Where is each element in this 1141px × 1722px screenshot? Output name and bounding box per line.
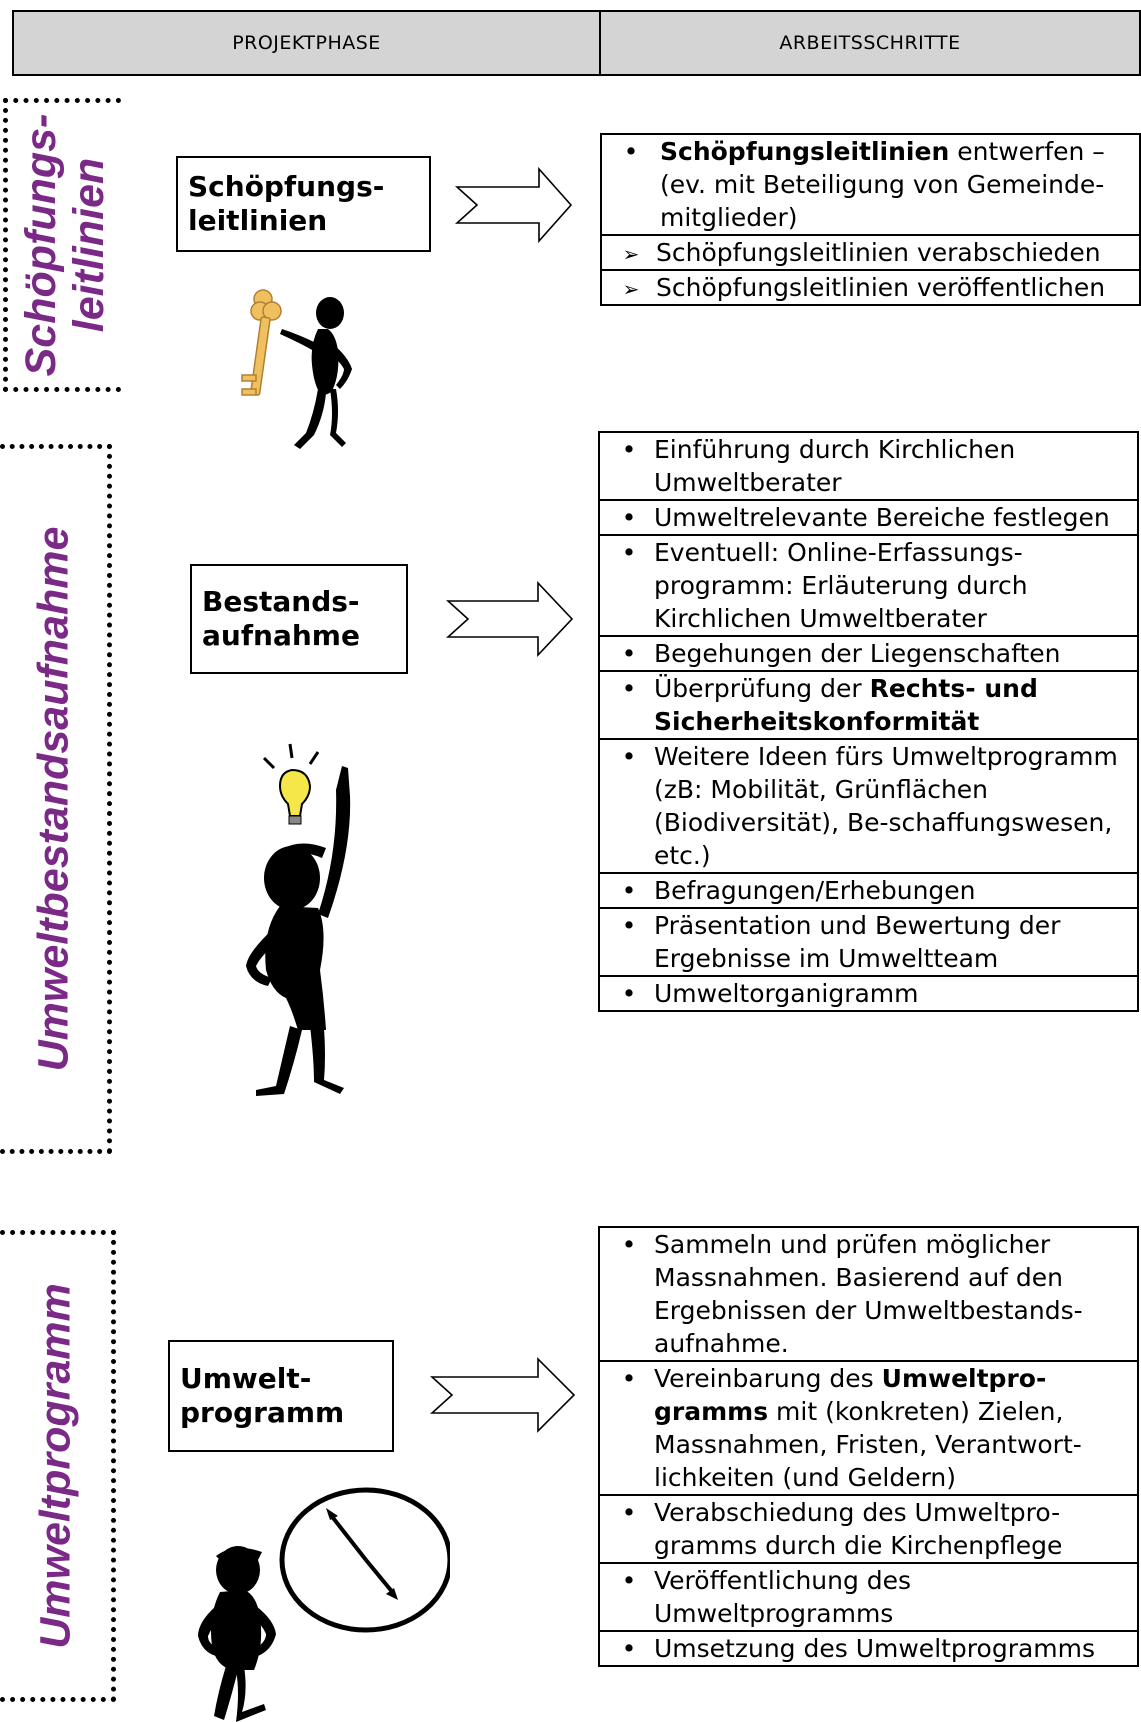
list-item: Begehungen der Liegenschaften — [600, 637, 1137, 672]
arrow-bullet-icon — [616, 271, 646, 306]
phase-label-bestandsaufnahme: Bestands- aufnahme — [202, 585, 360, 652]
bullet-icon — [614, 501, 644, 534]
list-item: Umweltorganigramm — [600, 977, 1137, 1010]
person-with-key-icon — [241, 289, 352, 449]
phase-label-umweltprogramm: Umwelt- programm — [180, 1362, 345, 1429]
bullet-icon — [614, 433, 644, 466]
side-label-box-umweltbestandsaufnahme: Umweltbestandsaufnahme — [0, 444, 112, 1154]
step-text: mit (konkreten) Zielen, Massnahmen, Fris… — [654, 1397, 1082, 1492]
bullet-icon — [614, 1496, 644, 1529]
steps-list-bestandsaufnahme: Einführung durch Kirchlichen Umweltberat… — [598, 431, 1139, 1012]
bullet-icon — [614, 977, 644, 1010]
arrow-bullet-icon — [616, 236, 646, 271]
list-item: Weitere Ideen fürs Umweltprogramm (zB: M… — [600, 740, 1137, 874]
list-item: Umsetzung des Umweltprogramms — [600, 1632, 1137, 1665]
list-item: Veröffentlichung des Umweltprogramms — [600, 1564, 1137, 1632]
step-text: Präsentation und Bewertung der Ergebniss… — [654, 911, 1061, 973]
side-label-box-schoepfungsleitlinien: Schöpfungs- leitlinien — [3, 98, 121, 392]
side-label-box-umweltprogramm: Umweltprogramm — [0, 1230, 116, 1702]
bullet-icon — [614, 1632, 644, 1665]
list-item: Schöpfungsleitlinien entwerfen – (ev. mi… — [602, 135, 1139, 236]
bullet-icon — [614, 1228, 644, 1261]
bullet-icon — [614, 740, 644, 773]
list-item: Sammeln und prüfen möglicher Massnahmen.… — [600, 1228, 1137, 1362]
step-text: Veröffentlichung des Umweltprogramms — [654, 1566, 912, 1628]
step-text: Weitere Ideen fürs Umweltprogramm (zB: M… — [654, 742, 1118, 870]
step-text: Schöpfungsleitlinien verabschieden — [656, 238, 1101, 267]
step-text: Umsetzung des Umweltprogramms — [654, 1634, 1096, 1663]
steps-list-schoepfungsleitlinien: Schöpfungsleitlinien entwerfen – (ev. mi… — [600, 133, 1141, 306]
list-item: Überprüfung der Rechts- und Sicherheitsk… — [600, 672, 1137, 740]
step-bold-text: Schöpfungsleitlinien — [660, 137, 950, 166]
bullet-icon — [616, 135, 646, 168]
list-item: Verabschiedung des Umweltpro-gramms durc… — [600, 1496, 1137, 1564]
bullet-icon — [614, 672, 644, 705]
person-with-lightbulb-icon — [246, 743, 351, 1096]
phase-box-bestandsaufnahme: Bestands- aufnahme — [190, 564, 408, 674]
list-item: Schöpfungsleitlinien verabschieden — [602, 236, 1139, 271]
side-label-schoepfungsleitlinien: Schöpfungs- leitlinien — [16, 113, 113, 377]
person-with-clock-icon — [198, 1487, 450, 1722]
bullet-icon — [614, 536, 644, 569]
table-header: PROJEKTPHASE ARBEITSSCHRITTE — [12, 10, 1141, 76]
bullet-icon — [614, 1564, 644, 1597]
header-arbeitsschritte: ARBEITSSCHRITTE — [779, 32, 961, 54]
list-item: Schöpfungsleitlinien veröffentlichen — [602, 271, 1139, 304]
list-item: Eventuell: Online-Erfassungs-programm: E… — [600, 536, 1137, 637]
side-label-umweltbestandsaufnahme: Umweltbestandsaufnahme — [29, 526, 77, 1072]
step-text: entwerfen – (ev. mit Beteiligung von Gem… — [660, 137, 1105, 232]
right-arrow-icon — [455, 167, 573, 243]
step-text: Vereinbarung des — [654, 1364, 882, 1393]
step-bold-text: Rechts- und Sicherheitskonformität — [654, 674, 1038, 736]
step-text: Befragungen/Erhebungen — [654, 876, 976, 905]
step-text: Verabschiedung des Umweltpro-gramms durc… — [654, 1498, 1063, 1560]
step-text: Begehungen der Liegenschaften — [654, 639, 1061, 668]
bullet-icon — [614, 909, 644, 942]
step-text: Umweltrelevante Bereiche festlegen — [654, 503, 1110, 532]
right-arrow-icon — [446, 581, 574, 657]
step-text: Einführung durch Kirchlichen Umweltberat… — [654, 435, 1016, 497]
phase-box-umweltprogramm: Umwelt- programm — [168, 1340, 394, 1452]
bullet-icon — [614, 637, 644, 670]
list-item: Vereinbarung des Umweltpro-gramms mit (k… — [600, 1362, 1137, 1496]
right-arrow-icon — [430, 1357, 576, 1433]
list-item: Präsentation und Bewertung der Ergebniss… — [600, 909, 1137, 977]
header-projektphase: PROJEKTPHASE — [14, 12, 601, 74]
list-item: Befragungen/Erhebungen — [600, 874, 1137, 909]
step-text: Umweltorganigramm — [654, 979, 919, 1008]
step-text: Eventuell: Online-Erfassungs-programm: E… — [654, 538, 1028, 633]
phase-box-schoepfungsleitlinien: Schöpfungs- leitlinien — [176, 156, 431, 252]
list-item: Einführung durch Kirchlichen Umweltberat… — [600, 433, 1137, 501]
bullet-icon — [614, 874, 644, 907]
step-text: Sammeln und prüfen möglicher Massnahmen.… — [654, 1230, 1083, 1358]
step-text: Schöpfungsleitlinien veröffentlichen — [656, 273, 1106, 302]
list-item: Umweltrelevante Bereiche festlegen — [600, 501, 1137, 536]
step-bold-text: Umweltpro-gramms — [654, 1364, 1047, 1426]
bullet-icon — [614, 1362, 644, 1395]
side-label-umweltprogramm: Umweltprogramm — [31, 1283, 79, 1649]
phase-label-schoepfungsleitlinien: Schöpfungs- leitlinien — [188, 170, 385, 237]
steps-list-umweltprogramm: Sammeln und prüfen möglicher Massnahmen.… — [598, 1226, 1139, 1667]
step-text: Überprüfung der — [654, 674, 870, 703]
